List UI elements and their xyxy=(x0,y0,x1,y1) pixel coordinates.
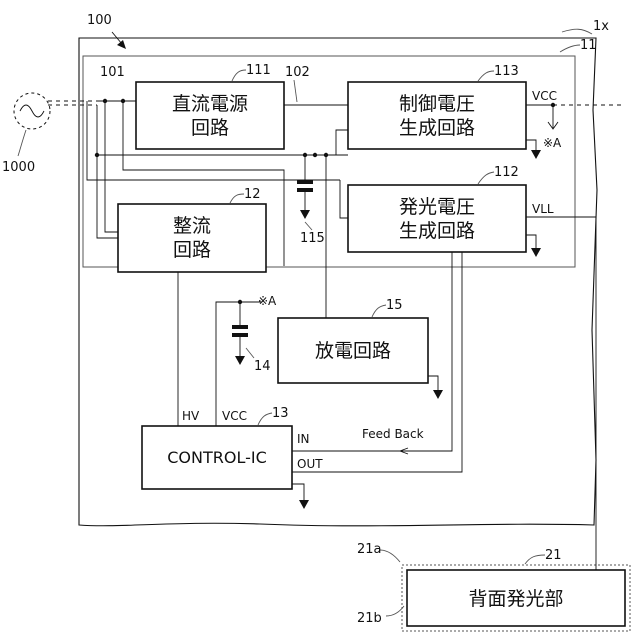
leader-112 xyxy=(478,172,494,184)
vcc-in-label: VCC xyxy=(222,409,247,423)
discharge-ground-lead xyxy=(428,376,438,390)
back-emitter-label: 背面発光部 xyxy=(468,588,563,610)
leader-1000 xyxy=(18,130,26,156)
emission-voltage-label-1: 発光電圧 xyxy=(399,196,475,218)
dc-power-label-1: 直流電源 xyxy=(172,93,248,115)
leader-11 xyxy=(560,45,580,52)
ground-icon xyxy=(300,210,310,219)
control-voltage-label-2: 生成回路 xyxy=(399,117,475,139)
bus-to-112b xyxy=(340,180,348,218)
leader-21 xyxy=(525,555,545,564)
vll-line xyxy=(526,217,596,570)
leader-15 xyxy=(372,305,386,317)
ref-11: 11 xyxy=(580,38,597,53)
node-bus-1 xyxy=(95,153,99,157)
leader-14 xyxy=(246,348,254,358)
ground-112-lead xyxy=(526,235,536,248)
capacitor-115-b xyxy=(297,188,313,192)
vcc-out-label: VCC xyxy=(532,89,557,103)
leader-21a xyxy=(380,550,400,562)
ref-101: 101 xyxy=(100,65,125,80)
ref-112: 112 xyxy=(494,165,519,180)
arrow-100-icon xyxy=(117,40,126,49)
capacitor-14-b xyxy=(232,333,248,337)
in-label: IN xyxy=(297,432,310,446)
ref-102: 102 xyxy=(285,65,310,80)
capacitor-14 xyxy=(232,325,248,329)
ref-21a: 21a xyxy=(357,542,382,557)
ref-115: 115 xyxy=(300,231,325,246)
leader-102 xyxy=(294,80,297,102)
ref-1x: 1x xyxy=(593,19,609,34)
control-ic-label: CONTROL-IC xyxy=(167,448,267,467)
ref-1000: 1000 xyxy=(2,160,35,175)
leader-21b xyxy=(386,606,404,616)
ac-wave-icon xyxy=(20,105,44,117)
ground-icon xyxy=(299,500,309,509)
leader-13 xyxy=(258,413,272,425)
ground-icon xyxy=(235,356,245,365)
ref-13: 13 xyxy=(272,406,289,421)
ref-113: 113 xyxy=(494,64,519,79)
ground-icon xyxy=(433,390,443,399)
capacitor-115 xyxy=(297,180,313,184)
ref-111: 111 xyxy=(246,63,271,78)
ground-icon xyxy=(531,248,541,257)
node-bus-3 xyxy=(313,153,317,157)
leader-111 xyxy=(232,70,246,81)
ground-icon xyxy=(531,150,541,159)
mark-a-label-1: ※A xyxy=(543,136,562,150)
emission-voltage-label-2: 生成回路 xyxy=(399,220,475,242)
bus-to-113 xyxy=(336,130,348,155)
ref-21b: 21b xyxy=(357,611,382,626)
ref-21: 21 xyxy=(545,548,562,563)
ic-ground-lead xyxy=(292,484,304,500)
rectifier-label-1: 整流 xyxy=(173,215,211,237)
mark-a-label-2: ※A xyxy=(258,294,277,308)
control-voltage-label-1: 制御電圧 xyxy=(399,93,475,115)
feedback-label: Feed Back xyxy=(362,427,424,441)
rectifier-label-2: 回路 xyxy=(173,239,211,261)
input-line-c xyxy=(105,101,118,232)
ref-15: 15 xyxy=(386,298,403,313)
vll-label: VLL xyxy=(532,202,554,216)
out-label: OUT xyxy=(297,457,323,471)
feedback-arrow-icon xyxy=(400,448,430,454)
hv-label: HV xyxy=(182,409,200,423)
ref-12: 12 xyxy=(244,187,261,202)
discharge-label: 放電回路 xyxy=(315,340,391,362)
ref-14: 14 xyxy=(254,359,271,374)
ground-113-lead xyxy=(526,140,536,150)
leader-115 xyxy=(305,222,312,230)
dc-power-label-2: 回路 xyxy=(191,117,229,139)
ref-100: 100 xyxy=(87,13,112,28)
leader-1x xyxy=(562,29,592,34)
node-101-a xyxy=(103,99,107,103)
leader-12 xyxy=(230,194,244,203)
input-line-b xyxy=(97,105,118,238)
leader-113 xyxy=(478,71,494,81)
